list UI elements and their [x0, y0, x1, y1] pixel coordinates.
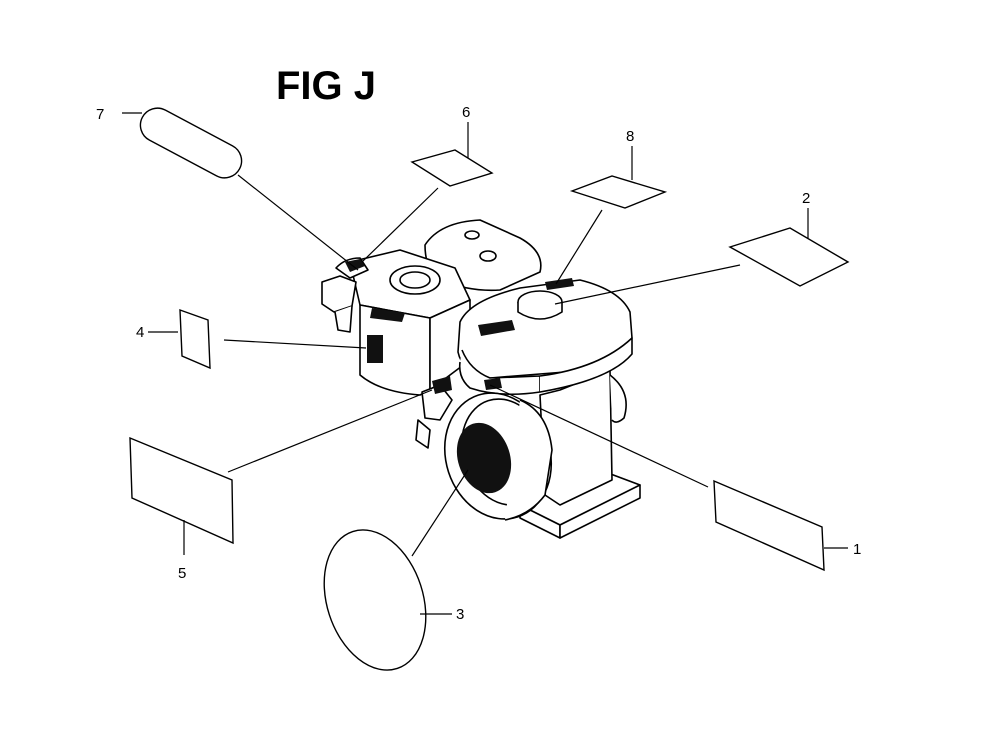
- callout-number-7: 7: [96, 106, 104, 123]
- callout-number-3: 3: [456, 606, 464, 623]
- callout-number-4: 4: [136, 324, 144, 341]
- decal-7: [139, 107, 243, 179]
- callout-number-8: 8: [626, 128, 634, 145]
- leader-lines: [122, 112, 848, 615]
- callout-number-5: 5: [178, 565, 186, 582]
- decal-4: [179, 308, 211, 370]
- decal-6: [410, 149, 494, 187]
- decal-3: [323, 529, 427, 671]
- figure-title: FIG J: [276, 64, 377, 108]
- decal-1: [713, 479, 825, 572]
- callout-number-6: 6: [462, 104, 470, 121]
- callout-number-2: 2: [802, 190, 810, 207]
- engine-illustration: [321, 219, 641, 539]
- decal-5: [129, 436, 234, 545]
- callout-number-1: 1: [853, 541, 861, 558]
- decal-8: [569, 175, 668, 209]
- decal-2: [728, 227, 850, 287]
